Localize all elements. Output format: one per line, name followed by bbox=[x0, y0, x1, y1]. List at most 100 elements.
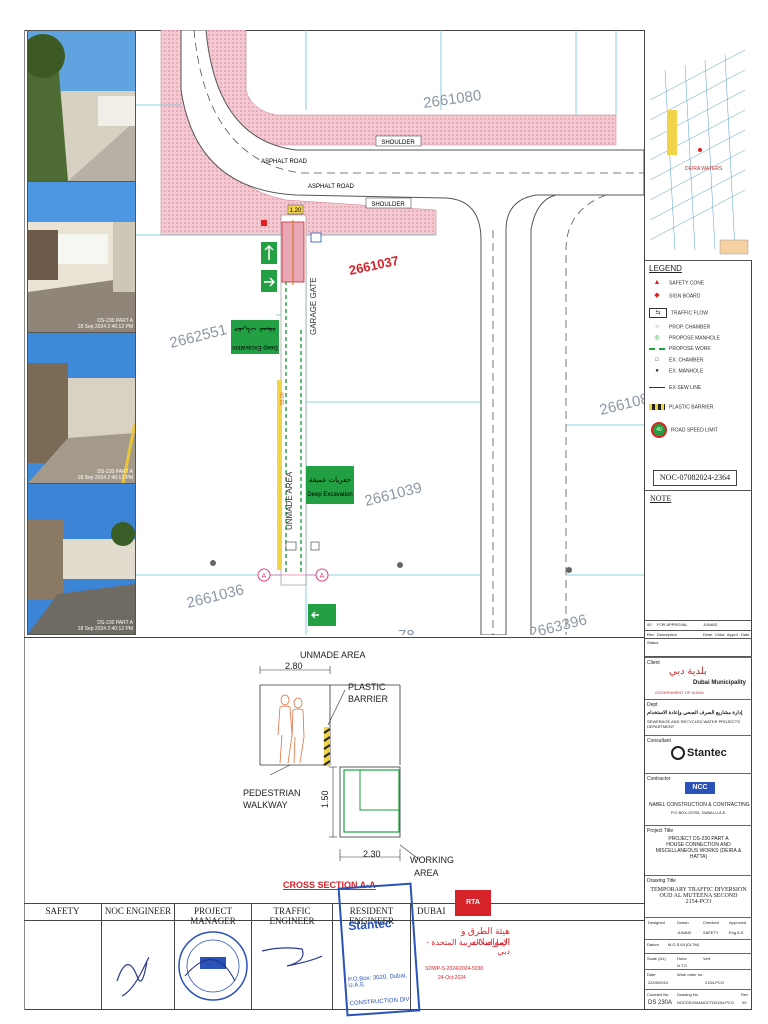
tb-project: Project Title PROJECT DS-230 PART A HOUS… bbox=[645, 825, 752, 875]
ex-chamber-icon: □ bbox=[655, 357, 659, 363]
rev-h-desc: Description bbox=[657, 632, 678, 637]
width-tag: 1.20 bbox=[290, 208, 302, 214]
tb-contractor: Contractor NCC NABEL CONSTRUCTION & CONT… bbox=[645, 773, 752, 825]
legend-item-ex-chamber: □EX. CHAMBER bbox=[649, 357, 703, 363]
key-plan: DEIRA WATERS bbox=[645, 30, 752, 261]
rta-date: 24-Oct-2024 bbox=[438, 975, 466, 981]
work-zone-yellow bbox=[277, 380, 282, 570]
plot-number-4: 2661039 bbox=[363, 479, 424, 510]
tb-roles: Designed Drawn Checked Approved JUNAID S… bbox=[645, 917, 752, 939]
deep-excavation-en: Deep Excavation bbox=[307, 492, 352, 498]
noc-signature bbox=[116, 957, 150, 997]
propose-work-icon bbox=[649, 347, 665, 350]
sign-keep-right bbox=[261, 242, 277, 292]
sign-board-icon: ◆ bbox=[654, 292, 660, 299]
road-label-1: ASPHALT ROAD bbox=[261, 159, 307, 165]
stamp-stantec-po: P.O.Box: 3020, Dubai, U.A.E. bbox=[347, 973, 408, 990]
tb-consultant: Consultant Stantec bbox=[645, 735, 752, 773]
tb-drawing-label: Drawing Title bbox=[647, 878, 676, 884]
tb-dept-en: SEWERAGE AND RECYCLED WATER PROJECTS DEP… bbox=[647, 719, 740, 729]
speed-limit-icon: 40 bbox=[651, 422, 667, 438]
rta-arabic-1: هيئة الطرق و المواصلات bbox=[461, 926, 510, 947]
legend-item-propose-work: PROPOSE WORK bbox=[649, 346, 711, 352]
tb-contractor-addr: P.O BOX-29705, DUBAI,U.A.E bbox=[671, 810, 726, 815]
legend-item-plastic-barrier: PLASTIC BARRIER bbox=[649, 404, 713, 410]
tb-work-order-value: 2154-PCO bbox=[705, 980, 724, 985]
legend-item-prop-chamber: ○PROP. CHAMBER bbox=[649, 324, 710, 330]
propose-manhole-icon: ◎ bbox=[654, 335, 660, 341]
section-marker-left: A bbox=[262, 573, 267, 580]
ex-manhole-icon: ● bbox=[655, 368, 659, 374]
legend-item-propose-manhole: ◎PROPOSE MANHOLE bbox=[649, 335, 719, 341]
section-pedestrian: PEDESTRIAN bbox=[243, 788, 301, 798]
rev-status: Status bbox=[647, 640, 659, 645]
tb-client-ar: بلدية دبي bbox=[669, 666, 707, 677]
legend-item-ex-sew-line: EX-SEW LINE bbox=[649, 385, 701, 391]
tb-date-value: 22/09/2024 bbox=[648, 980, 669, 985]
tb-name-approved: Eng A.S bbox=[729, 930, 744, 935]
tb-rev-value: 00 bbox=[742, 1000, 747, 1005]
shoulder-label-1: SHOULDER bbox=[381, 140, 415, 146]
tb-contractor-name: NABEL CONSTRUCTION & CONTRACTING bbox=[649, 802, 750, 808]
site-photo-4: DS-230 PART A 18 Sep 2024 2:40:12 PM bbox=[27, 483, 136, 635]
keyplan-tag: DEIRA WATERS bbox=[685, 166, 723, 172]
legend-item-sign-board: ◆SIGN BOARD bbox=[649, 292, 700, 299]
signoff-dubai-head: DUBAI bbox=[411, 903, 645, 921]
traffic-flow-icon: ⇆ bbox=[649, 308, 667, 318]
signoff-project-manager: PROJECT MANAGER bbox=[175, 903, 252, 1010]
rev-h-chkd: Chkd bbox=[715, 632, 725, 637]
plot-number-2: 2662551 bbox=[168, 321, 229, 352]
legend-title: LEGEND bbox=[649, 264, 682, 273]
noc-divider bbox=[645, 490, 752, 491]
tb-drawing-title: Drawing Title TEMPORARY TRAFFIC DIVERSIO… bbox=[645, 875, 752, 917]
plastic-barrier-icon bbox=[649, 404, 665, 410]
rev-h-apprd: Apprd bbox=[727, 632, 738, 637]
section-walkway: WALKWAY bbox=[243, 800, 288, 810]
stantec-stamp: Stantec P.O.Box: 3020, Dubai, U.A.E. CON… bbox=[337, 882, 421, 1017]
signoff-traffic-head: TRAFFIC ENGINEER bbox=[252, 903, 332, 926]
title-block: Client بلدية دبي Dubai Municipality GOVE… bbox=[645, 656, 752, 1011]
legend: LEGEND ▲SAFETY CONE ◆SIGN BOARD ⇆TRAFFIC… bbox=[645, 262, 752, 442]
section-dim-side: 1.50 bbox=[320, 790, 330, 808]
tb-project-label: Project Title bbox=[647, 828, 674, 834]
tb-scale-label: Scale (A1) bbox=[647, 956, 666, 961]
asphalt-road bbox=[180, 30, 644, 635]
section-plastic: PLASTIC bbox=[348, 682, 386, 692]
tb-scale: Scale (A1) Horiz. Vert. N.T.S bbox=[645, 953, 752, 969]
tb-dept-ar: إدارة مشاريع الصرف الصحي وإعادة الاستخدا… bbox=[647, 710, 743, 716]
revision-table: 00 FOR APPROVAL JUNAID Rev Description D… bbox=[645, 620, 752, 657]
shoulder-label-2: SHOULDER bbox=[371, 202, 405, 208]
signoff-strip bbox=[24, 903, 645, 1011]
plot-number-6: 266108 bbox=[598, 390, 644, 419]
legend-item-safety-cone: ▲SAFETY CONE bbox=[649, 279, 705, 286]
tb-consultant-name: Stantec bbox=[671, 746, 727, 760]
section-marker-right: A bbox=[320, 573, 325, 580]
photo-caption-2: DS-230 PART A 18 Sep 2024 2:40:12 PM bbox=[77, 318, 133, 330]
tb-client-en: Dubai Municipality bbox=[693, 680, 747, 686]
signoff-traffic-engineer: TRAFFIC ENGINEER bbox=[252, 903, 333, 1010]
traffic-signature bbox=[261, 947, 323, 967]
safety-cone-icon: ▲ bbox=[653, 279, 661, 286]
signoff-resident-engineer: RESIDENT ENGINEER bbox=[333, 903, 411, 1010]
stantec-logo-icon bbox=[671, 746, 685, 760]
rta-logo: RTA bbox=[455, 890, 491, 916]
stamp-stantec-cons: CONSTRUCTION DIV bbox=[349, 996, 410, 1008]
tb-client: Client بلدية دبي Dubai Municipality GOVE… bbox=[645, 657, 752, 699]
tb-role-drawn: Drawn bbox=[677, 920, 689, 925]
section-working: WORKING bbox=[410, 855, 454, 865]
tb-dept: Dept إدارة مشاريع الصرف الصحي وإعادة الا… bbox=[645, 699, 752, 735]
tb-contractor-label: Contractor bbox=[647, 776, 671, 782]
tb-work-order-label: Work order no. bbox=[677, 972, 704, 977]
unmade-area-label: UNMADE AREA bbox=[285, 471, 294, 530]
tb-drawing-no-label: Drawing No. bbox=[677, 992, 700, 997]
tb-project-line-1: PROJECT DS-230 PART A bbox=[668, 836, 729, 842]
plot-number-8: 78 bbox=[398, 627, 415, 635]
tb-drawing-line-1: TEMPORARY TRAFFIC DIVERSION bbox=[650, 887, 747, 893]
rev-row-drawn: JUNAID bbox=[703, 622, 718, 627]
tb-scale-v: Vert. bbox=[703, 956, 712, 961]
tb-role-designed: Designed bbox=[648, 920, 665, 925]
tb-contract-value: DS 230A bbox=[648, 1000, 673, 1006]
plastic-barrier-section bbox=[323, 727, 331, 766]
signoff-safety-head: SAFETY bbox=[24, 903, 101, 921]
ex-sew-line-icon bbox=[649, 387, 665, 389]
